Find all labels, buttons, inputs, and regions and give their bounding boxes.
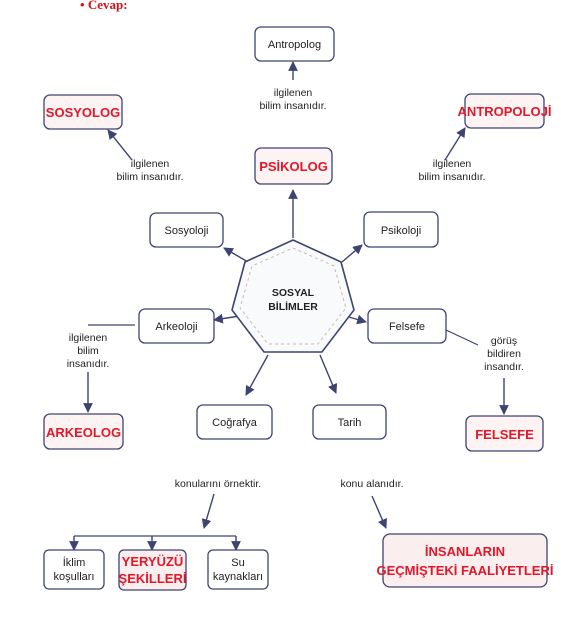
svg-text:İNSANLARIN: İNSANLARIN	[425, 544, 505, 559]
svg-text:ilgilenen: ilgilenen	[69, 332, 108, 344]
label-psikoloji-to-antropoloji: ilgilenen bilim insanıdır.	[418, 158, 485, 183]
svg-text:insanıdır.: insanıdır.	[67, 358, 110, 370]
svg-text:Arkeoloji: Arkeoloji	[155, 321, 197, 333]
box-cografya: Coğrafya	[196, 404, 273, 440]
svg-text:Su: Su	[231, 557, 244, 569]
svg-text:bilim insanıdır.: bilim insanıdır.	[116, 171, 183, 183]
arrow-center-to-tarih	[319, 354, 338, 394]
svg-text:insandır.: insandır.	[484, 361, 524, 373]
svg-text:Felsefe: Felsefe	[389, 321, 425, 333]
box-tarih: Tarih	[312, 404, 387, 440]
heading-text: Cevap:	[87, 0, 128, 12]
svg-text:ilgilenen: ilgilenen	[433, 158, 472, 170]
arrow-konu-down	[371, 495, 387, 529]
svg-text:ŞEKİLLERİ: ŞEKİLLERİ	[119, 571, 187, 586]
label-felsefe-to-felsefe: görüş bildiren insandır.	[484, 335, 524, 373]
box-psikoloji: Psikoloji	[363, 211, 439, 248]
box-su: Su kaynakları	[207, 549, 269, 590]
svg-text:FELSEFE: FELSEFE	[475, 427, 534, 442]
arrow-felsefe-to-gorus	[445, 329, 479, 346]
svg-text:PSİKOLOG: PSİKOLOG	[259, 159, 328, 174]
svg-text:ARKEOLOG: ARKEOLOG	[46, 425, 121, 440]
svg-text:bildiren: bildiren	[487, 348, 521, 360]
svg-text:görüş: görüş	[491, 335, 517, 347]
svg-text:ilgilenen: ilgilenen	[131, 158, 170, 170]
svg-text:Coğrafya: Coğrafya	[212, 417, 258, 429]
svg-text:ilgilenen: ilgilenen	[274, 87, 313, 99]
heading-bullet: •	[80, 0, 85, 12]
svg-text:konu alanıdır.: konu alanıdır.	[340, 478, 403, 490]
svg-text:bilim insanıdır.: bilim insanıdır.	[259, 100, 326, 112]
svg-text:Antropolog: Antropolog	[268, 39, 321, 51]
svg-text:Sosyoloji: Sosyoloji	[164, 225, 208, 237]
answer-yeryuzu: YERYÜZÜ ŞEKİLLERİ	[118, 549, 187, 591]
arrow-center-to-psikoloji	[341, 244, 363, 263]
answer-antropoloji: ANTROPOLOJİ	[458, 93, 552, 129]
svg-text:SOSYOLOG: SOSYOLOG	[46, 105, 120, 120]
arrow-center-to-sosyoloji	[223, 247, 249, 263]
svg-text:İklim: İklim	[63, 556, 86, 569]
center-line1: SOSYAL	[272, 287, 315, 299]
label-cografya: konularını örnektir.	[175, 478, 261, 490]
label-arkeoloji-to-arkeolog: ilgilenen bilim insanıdır.	[67, 332, 110, 370]
box-felsefe: Felsefe	[367, 308, 447, 344]
answer-felsefe: FELSEFE	[465, 415, 544, 452]
answer-psikolog: PSİKOLOG	[254, 147, 333, 185]
box-antropolog: Antropolog	[254, 26, 335, 62]
answer-heading: • Cevap:	[80, 0, 128, 13]
center-line2: BİLİMLER	[268, 300, 318, 313]
svg-text:koşulları: koşulları	[54, 571, 95, 583]
svg-text:konularını örnektir.: konularını örnektir.	[175, 478, 261, 490]
arrow-center-to-cografya	[245, 354, 269, 396]
svg-text:Psikoloji: Psikoloji	[381, 225, 421, 237]
answer-insanlarin: İNSANLARIN GEÇMİŞTEKİ FAALİYETLERİ	[377, 533, 554, 588]
svg-text:bilim insanıdır.: bilim insanıdır.	[418, 171, 485, 183]
svg-text:GEÇMİŞTEKİ FAALİYETLERİ: GEÇMİŞTEKİ FAALİYETLERİ	[377, 563, 554, 578]
answer-sosyolog: SOSYOLOG	[43, 94, 123, 130]
svg-text:bilim: bilim	[77, 345, 99, 357]
label-psikolog-to-antropolog: ilgilenen bilim insanıdır.	[259, 87, 326, 112]
svg-text:Tarih: Tarih	[338, 417, 362, 429]
box-arkeoloji: Arkeoloji	[138, 308, 215, 344]
svg-text:YERYÜZÜ: YERYÜZÜ	[122, 554, 184, 569]
arrow-konularini-down	[201, 493, 215, 529]
label-tarih: konu alanıdır.	[340, 478, 403, 490]
box-iklim: İklim koşulları	[43, 549, 105, 590]
svg-text:ANTROPOLOJİ: ANTROPOLOJİ	[458, 104, 552, 119]
center-node: SOSYAL BİLİMLER	[231, 239, 355, 353]
svg-text:kaynakları: kaynakları	[213, 571, 263, 583]
answer-arkeolog: ARKEOLOG	[43, 413, 124, 450]
arrow-sosyoloji-to-sosyolog	[107, 129, 133, 161]
center-heptagon	[231, 239, 355, 353]
label-sosyoloji-to-sosyolog: ilgilenen bilim insanıdır.	[116, 158, 183, 183]
box-sosyoloji: Sosyoloji	[149, 212, 224, 248]
arrow-psikoloji-to-antropoloji	[444, 127, 466, 161]
